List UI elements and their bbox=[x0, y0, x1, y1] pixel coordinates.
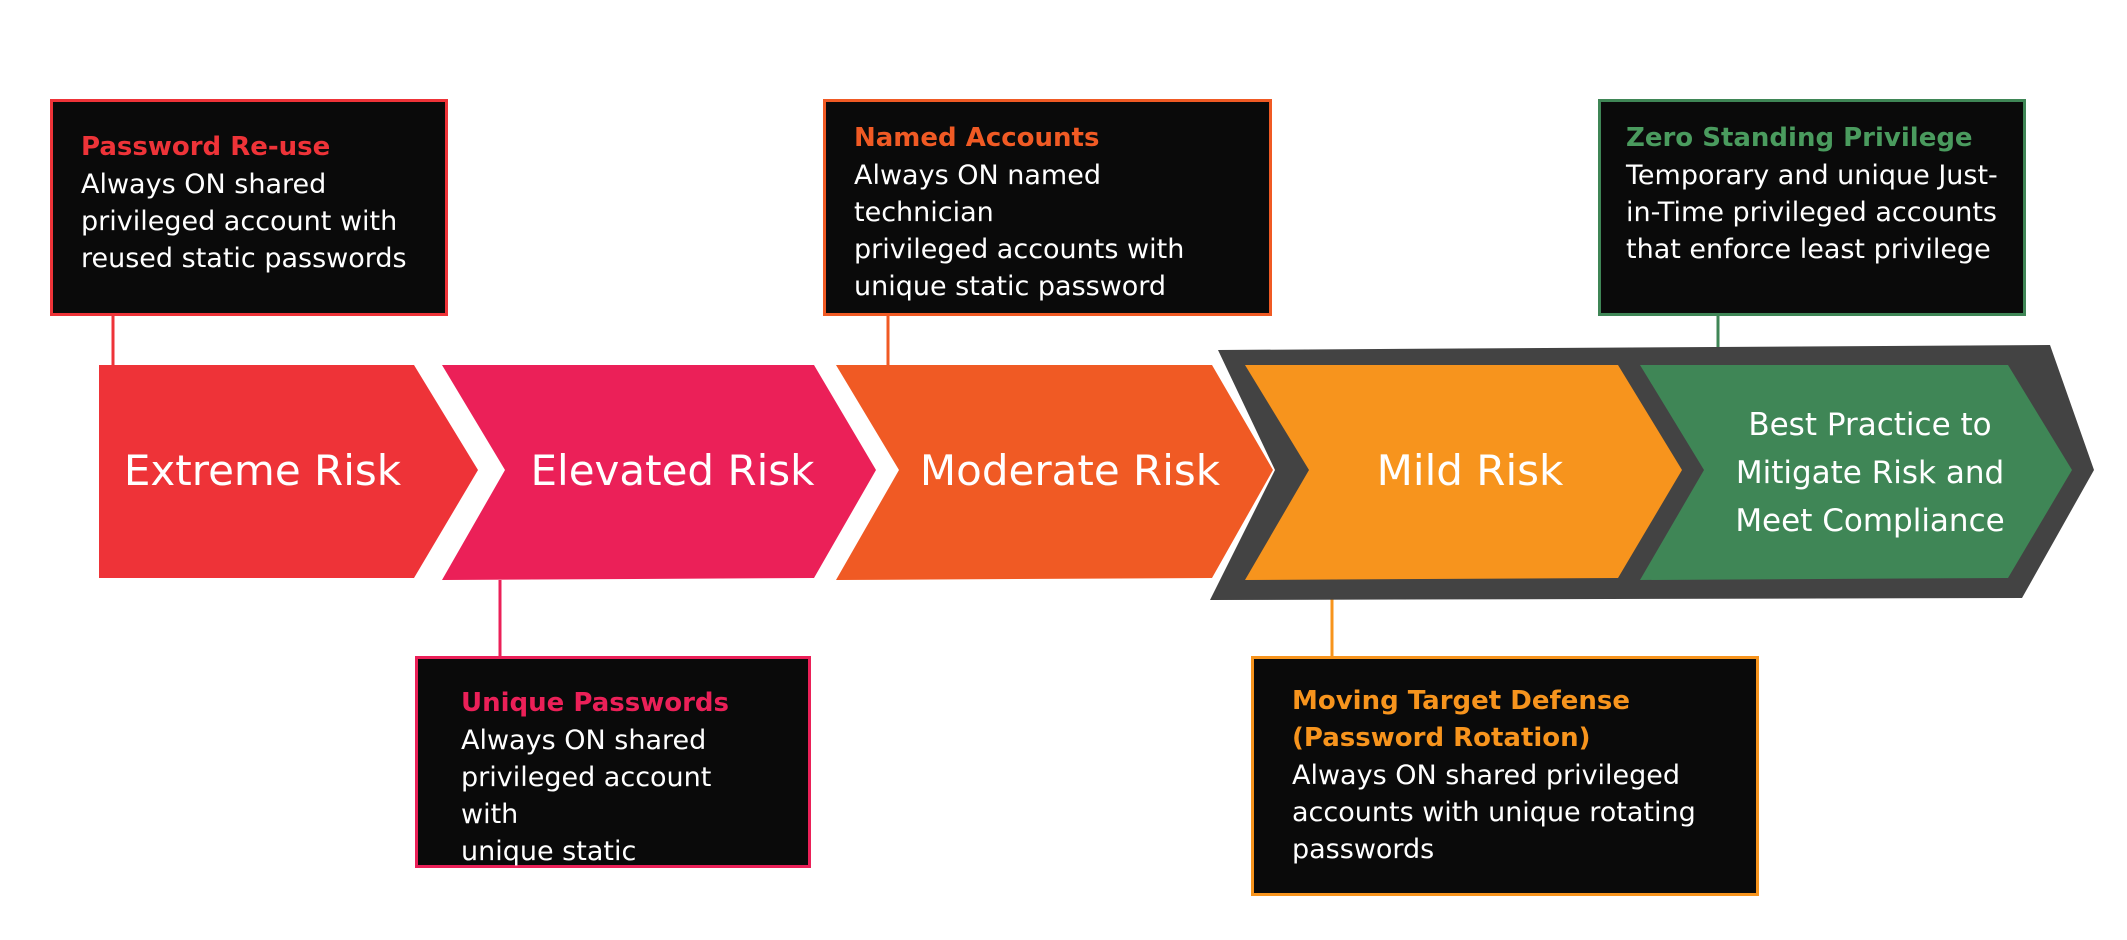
chevron-mild bbox=[1245, 365, 1682, 580]
callout-text-named-accounts: Always ON named technician privileged ac… bbox=[854, 160, 1185, 302]
callout-title-moving-target: Moving Target Defense (Password Rotation… bbox=[1292, 686, 1631, 753]
stage-label-elevated: Elevated Risk bbox=[530, 445, 815, 495]
chevron-extreme bbox=[99, 365, 478, 578]
stage-label-mild: Mild Risk bbox=[1376, 445, 1564, 495]
chevron-elevated bbox=[442, 365, 876, 580]
chevron-best bbox=[1640, 365, 2072, 580]
callout-named-accounts: Named Accounts Always ON named technicia… bbox=[823, 99, 1272, 316]
callout-text-password-reuse: Always ON shared privileged account with… bbox=[81, 169, 407, 274]
chevron-moderate bbox=[836, 365, 1273, 580]
callout-unique-passwords: Unique Passwords Always ON shared privil… bbox=[415, 656, 811, 904]
stage-label-extreme: Extreme Risk bbox=[123, 445, 402, 495]
callout-title-zero-standing: Zero Standing Privilege bbox=[1626, 123, 1973, 153]
callout-text-moving-target: Always ON shared privileged accounts wit… bbox=[1292, 760, 1696, 865]
callout-text-unique-passwords: Always ON shared privileged account with… bbox=[461, 725, 712, 904]
callout-password-reuse: Password Re-use Always ON shared privile… bbox=[50, 99, 448, 316]
callout-title-named-accounts: Named Accounts bbox=[854, 123, 1100, 153]
stage-label-moderate: Moderate Risk bbox=[919, 445, 1221, 495]
callout-zero-standing: Zero Standing Privilege Temporary and un… bbox=[1598, 99, 2026, 316]
callout-text-zero-standing: Temporary and unique Just- in-Time privi… bbox=[1626, 160, 1998, 265]
callout-moving-target: Moving Target Defense (Password Rotation… bbox=[1251, 656, 1759, 896]
callout-title-unique-passwords: Unique Passwords bbox=[461, 688, 729, 718]
callout-title-password-reuse: Password Re-use bbox=[81, 132, 331, 162]
stage-label-best: Best Practice to Mitigate Risk and Meet … bbox=[1735, 406, 2005, 539]
